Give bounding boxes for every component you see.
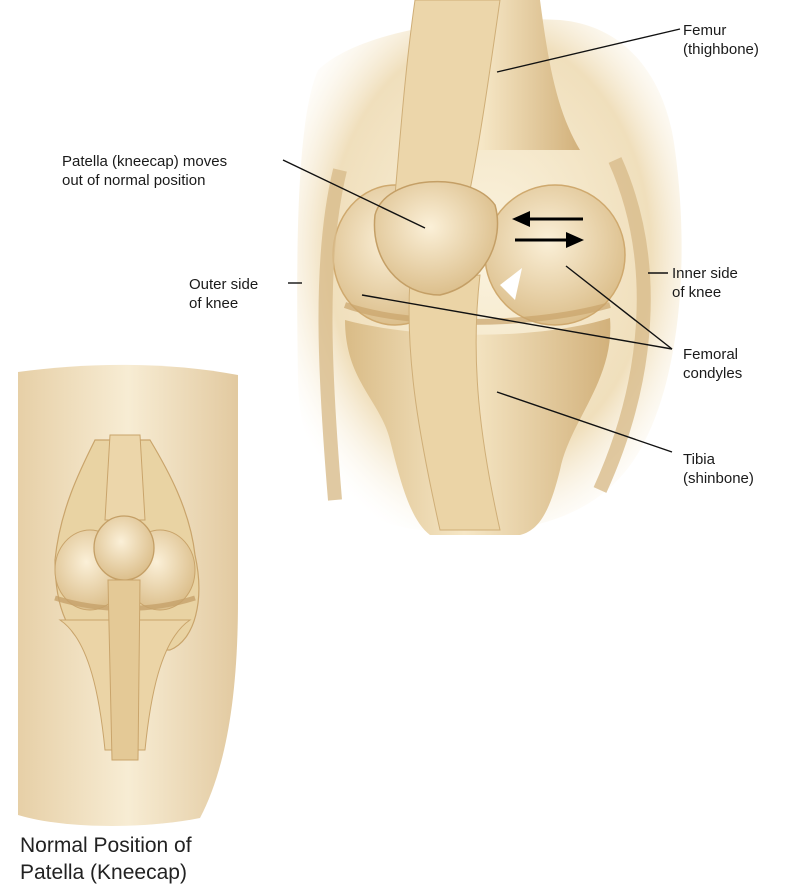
label-outer-side-line1: Outer side <box>189 275 258 294</box>
label-tibia-line1: Tibia <box>683 450 754 469</box>
label-inner-side-line2: of knee <box>672 283 738 302</box>
label-tibia-line2: (shinbone) <box>683 469 754 488</box>
label-outer-side-line2: of knee <box>189 294 258 313</box>
label-femur: Femur (thighbone) <box>683 21 759 59</box>
label-femur-line1: Femur <box>683 21 759 40</box>
label-femoral-condyles: Femoral condyles <box>683 345 742 383</box>
normal-knee-drawing <box>18 365 238 826</box>
label-tibia: Tibia (shinbone) <box>683 450 754 488</box>
caption-line2: Patella (Kneecap) <box>20 859 192 886</box>
normal-position-caption: Normal Position of Patella (Kneecap) <box>20 832 192 886</box>
dislocated-knee-drawing <box>297 0 681 535</box>
label-patella-line2: out of normal position <box>62 171 227 190</box>
caption-line1: Normal Position of <box>20 832 192 859</box>
label-femur-line2: (thighbone) <box>683 40 759 59</box>
label-patella: Patella (kneecap) moves out of normal po… <box>62 152 227 190</box>
label-femoral-condyles-line1: Femoral <box>683 345 742 364</box>
label-outer-side: Outer side of knee <box>189 275 258 313</box>
label-femoral-condyles-line2: condyles <box>683 364 742 383</box>
label-inner-side-line1: Inner side <box>672 264 738 283</box>
label-inner-side: Inner side of knee <box>672 264 738 302</box>
label-patella-line1: Patella (kneecap) moves <box>62 152 227 171</box>
